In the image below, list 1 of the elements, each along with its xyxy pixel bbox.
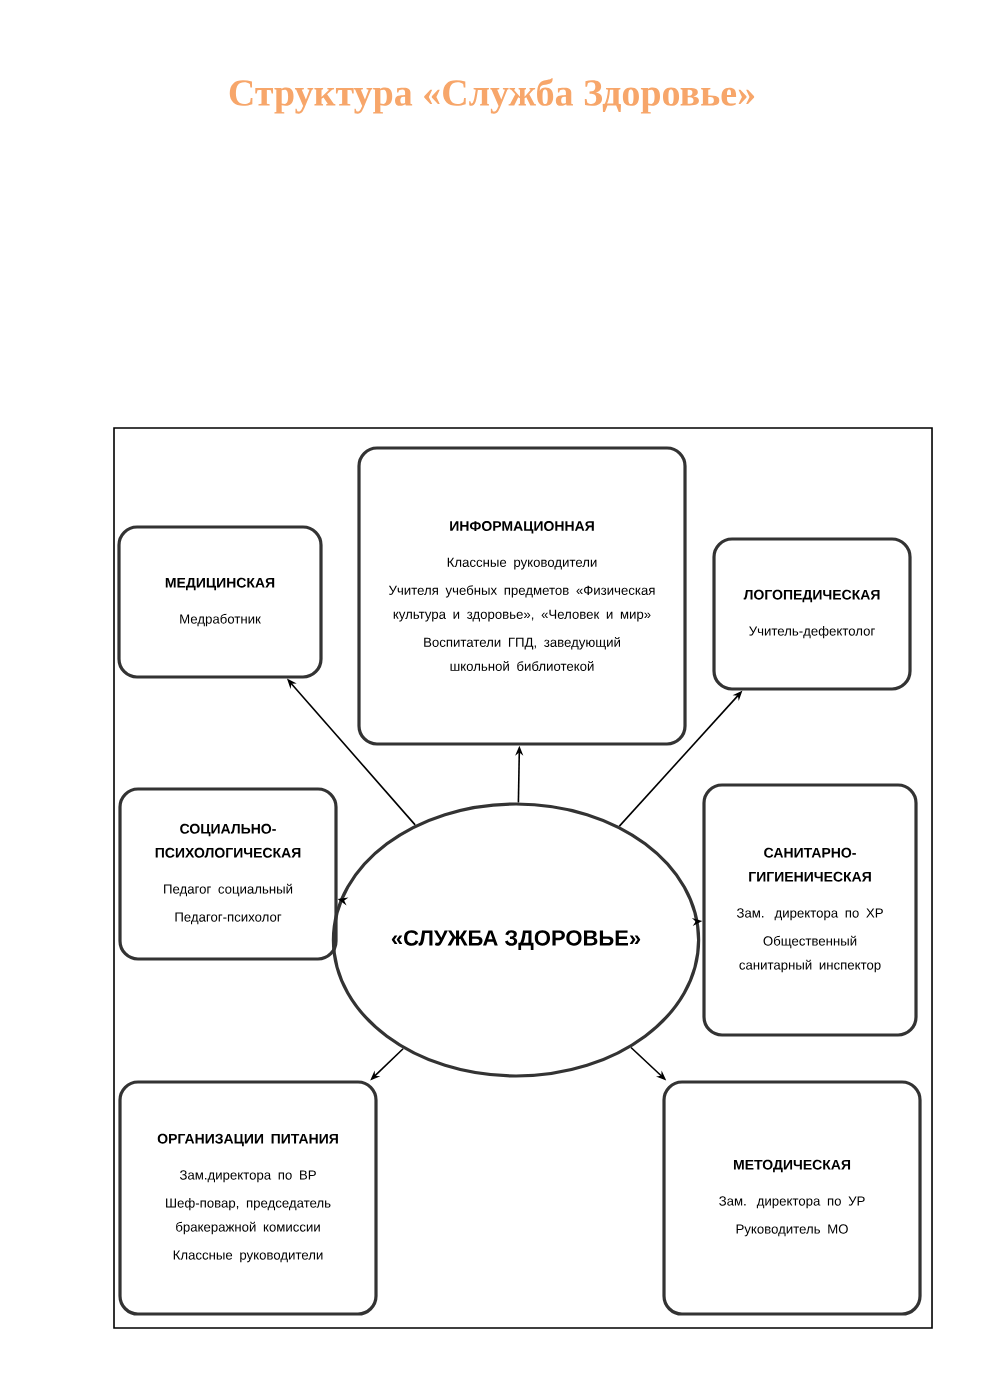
title: Структура «Служба Здоровье» xyxy=(229,78,755,114)
